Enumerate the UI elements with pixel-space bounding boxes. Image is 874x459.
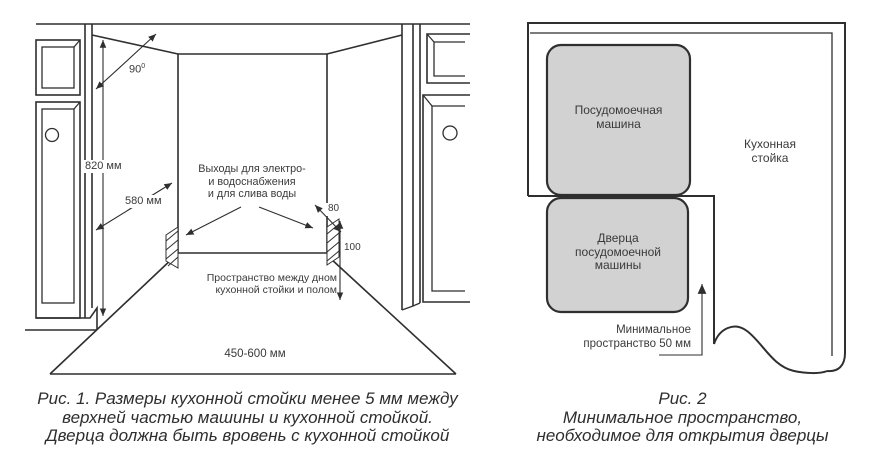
- min-space-label: Минимальное пространство 50 мм: [583, 324, 691, 350]
- left-door-knob: [44, 127, 60, 143]
- right-drawer-front: [426, 33, 470, 84]
- width-range-label: 450-600 мм: [224, 348, 286, 360]
- right-door-bevel: [422, 94, 433, 107]
- figure2-drawing: [527, 22, 846, 375]
- right-drawer-bevel: [426, 33, 435, 43]
- angle-label: 900: [129, 61, 145, 76]
- angle-90-arc: [95, 33, 157, 90]
- figure2-caption: Рис. 2 Минимальное пространство, необход…: [536, 389, 829, 445]
- min-space-arrow: [659, 284, 707, 356]
- figure1-caption: Рис. 1. Размеры кухонной стойки менее 5 …: [37, 389, 458, 445]
- niche-right-top-edge: [326, 34, 403, 55]
- door-label: Дверца посудомоечной машины: [575, 231, 661, 272]
- outlet-zones: [165, 218, 340, 269]
- left-outlet-hatch-lines: [165, 230, 179, 267]
- counter-label: Кухонная стойка: [744, 137, 796, 165]
- left-cabinet-toe-kick: [25, 305, 98, 331]
- angle-value: 90: [129, 63, 142, 76]
- right-cabinet-toe-kick: [401, 302, 421, 311]
- floor-space-label: Пространство между дном кухонной стойки …: [206, 272, 337, 296]
- right-cabinet-side-edges: [401, 24, 421, 310]
- left-drawer-front: [35, 39, 81, 96]
- niche-floor-edges: [49, 256, 457, 375]
- left-door-panel: [41, 108, 75, 304]
- counter-outer-outline: [527, 22, 846, 373]
- dishwasher-door-box: [545, 196, 690, 314]
- right-door-panel: [431, 105, 465, 292]
- right-door-front: [422, 94, 470, 303]
- niche-left-top-edge: [91, 34, 179, 55]
- niche-back-wall: [177, 53, 328, 254]
- outlets-arrow-right: [258, 206, 314, 229]
- angle-sup: 0: [141, 63, 146, 70]
- gap-100-label: 100: [344, 242, 361, 253]
- right-door-knob: [442, 125, 458, 141]
- right-drawer-panel: [433, 41, 465, 77]
- left-drawer-bevel: [73, 39, 81, 48]
- height-820-label: 820 мм: [83, 160, 124, 173]
- left-cabinet: [25, 24, 98, 331]
- gap-80-label: 80: [326, 203, 342, 216]
- gap-80-arrow: [314, 204, 342, 233]
- left-outlet-hatch: [165, 226, 179, 269]
- dishwasher-box: [545, 43, 692, 197]
- right-cabinet: [401, 24, 470, 311]
- figure1-drawing: [25, 23, 470, 375]
- outlets-label: Выходы для электро- и водоснабжения и дл…: [198, 163, 306, 200]
- dishwasher-label: Посудомоечная машина: [574, 103, 663, 131]
- niche: [49, 34, 457, 375]
- left-door-bevel: [73, 101, 81, 110]
- counter-break-wave: [713, 325, 828, 375]
- left-drawer-panel: [41, 46, 75, 89]
- depth-580-label: 580 мм: [123, 195, 164, 208]
- outlets-arrow-left: [185, 206, 242, 236]
- counter-inner-edge: [530, 32, 833, 356]
